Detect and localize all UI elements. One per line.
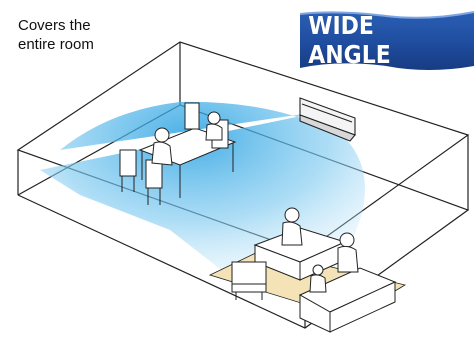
room-illustration [0,0,476,354]
